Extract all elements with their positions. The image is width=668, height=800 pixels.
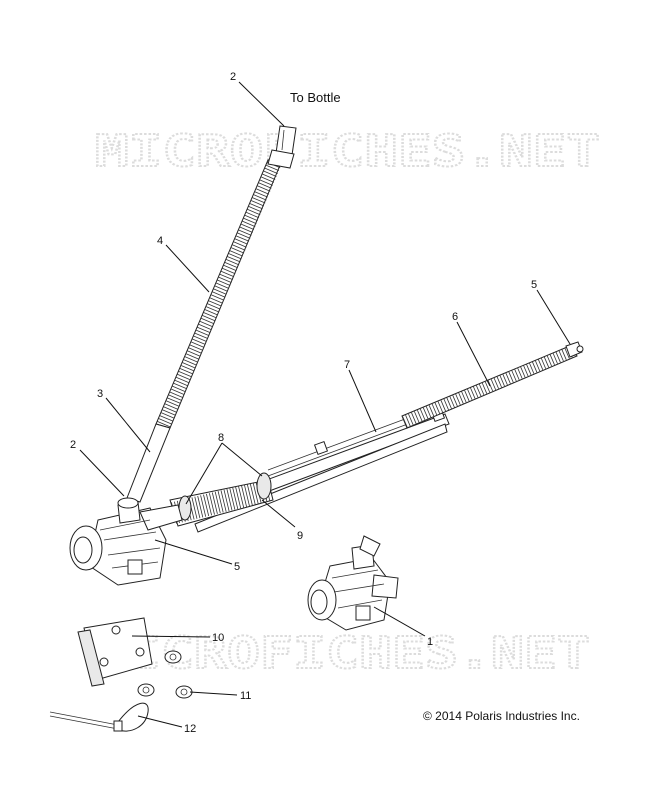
cable-tie: [49, 702, 149, 732]
tube-segment: [126, 423, 171, 503]
callout-11: 11: [240, 690, 251, 702]
leader-lines: [79, 81, 571, 728]
copyright-text: © 2014 Polaris Industries Inc.: [423, 709, 580, 723]
mounting-bracket: [77, 617, 153, 687]
to-bottle-note: To Bottle: [290, 90, 341, 105]
fitting-right-end: [565, 341, 584, 358]
fasteners: [137, 650, 193, 699]
hose-to-bottle: [155, 158, 282, 429]
callout-2-top: 2: [230, 71, 236, 83]
pump-assembly-spare: [307, 535, 399, 631]
callout-6: 6: [452, 311, 458, 323]
callout-7: 7: [344, 359, 350, 371]
pump-assembly: [69, 497, 183, 586]
callout-2-bottom: 2: [70, 439, 76, 451]
callout-9: 9: [297, 530, 303, 542]
callout-5-end: 5: [531, 279, 537, 291]
callout-8: 8: [218, 432, 224, 444]
callout-labels: 2 4 3 2 8 9 5 7 6 5 1 10 11 12: [70, 71, 537, 735]
callout-1: 1: [427, 636, 433, 648]
callout-3: 3: [97, 388, 103, 400]
callout-10: 10: [212, 632, 224, 644]
fitting-top: [267, 125, 297, 169]
callout-12: 12: [184, 723, 196, 735]
callout-5-pump: 5: [234, 561, 240, 573]
watermark-top: MICROFICHES.NET: [95, 126, 600, 177]
hose-to-right: [401, 344, 578, 429]
callout-4: 4: [157, 235, 163, 247]
